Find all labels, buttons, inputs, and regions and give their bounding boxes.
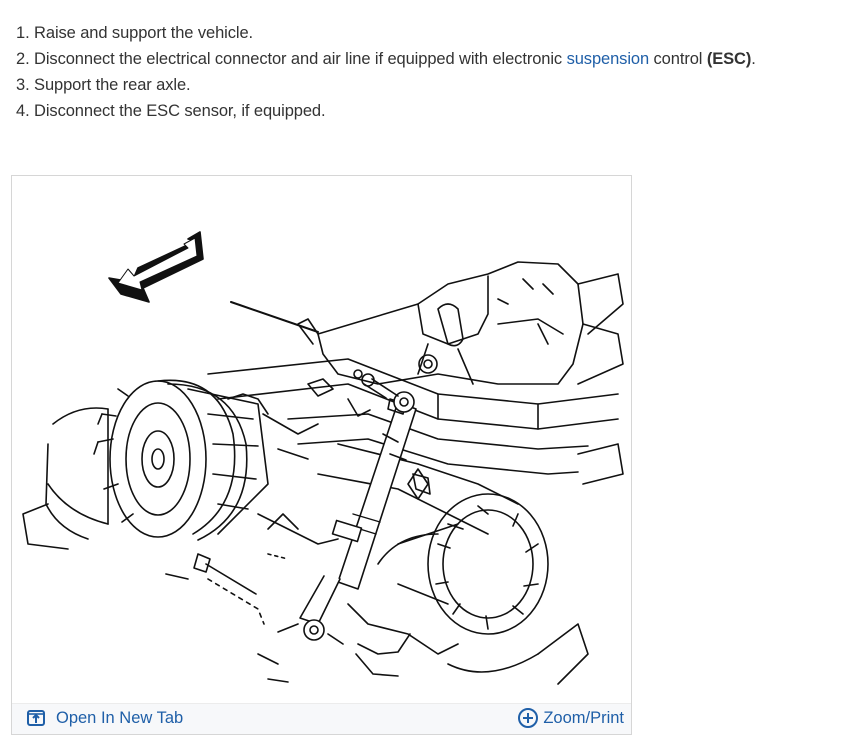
step-text: Disconnect the electrical connector and … [34, 50, 567, 68]
open-new-tab-icon [26, 708, 46, 728]
step-text: Disconnect the ESC sensor, if equipped. [34, 102, 326, 120]
frame-rail [207, 358, 624, 485]
step-text-end: . [751, 50, 756, 68]
step-number: 4. [16, 102, 30, 120]
figure-footer: Open In New Tab Zoom/Print [12, 703, 631, 734]
plus-circle-icon [517, 707, 539, 729]
step-text: Support the rear axle. [34, 76, 191, 94]
shock-absorber [277, 369, 417, 645]
suspension-link[interactable]: suspension [566, 50, 650, 68]
esc-abbreviation: (ESC) [706, 50, 752, 68]
zoom-print-link[interactable]: Zoom/Print [517, 707, 624, 729]
rear-shock-diagram [22, 231, 624, 685]
open-in-new-tab-link[interactable]: Open In New Tab [26, 708, 183, 728]
zoom-print-label: Zoom/Print [543, 708, 624, 727]
step-3: 3. Support the rear axle. [16, 72, 756, 98]
step-number: 3. [16, 76, 30, 94]
axle-housing [317, 443, 589, 685]
step-1: 1. Raise and support the vehicle. [16, 20, 756, 46]
brake-assembly [22, 379, 269, 550]
linkage-details [257, 378, 431, 683]
step-text: Raise and support the vehicle. [34, 24, 254, 42]
figure-container: Open In New Tab Zoom/Print [11, 175, 632, 735]
open-in-new-tab-label: Open In New Tab [56, 708, 184, 727]
frame-crossmember [230, 261, 624, 385]
instruction-steps: 1. Raise and support the vehicle. 2. Dis… [16, 20, 756, 124]
direction-arrow [108, 231, 204, 303]
lower-mount [165, 503, 459, 677]
step-number: 2. [16, 50, 30, 68]
step-number: 1. [16, 24, 30, 42]
step-4: 4. Disconnect the ESC sensor, if equippe… [16, 98, 756, 124]
step-2: 2. Disconnect the electrical connector a… [16, 46, 756, 72]
step-text-middle: control [649, 50, 707, 68]
